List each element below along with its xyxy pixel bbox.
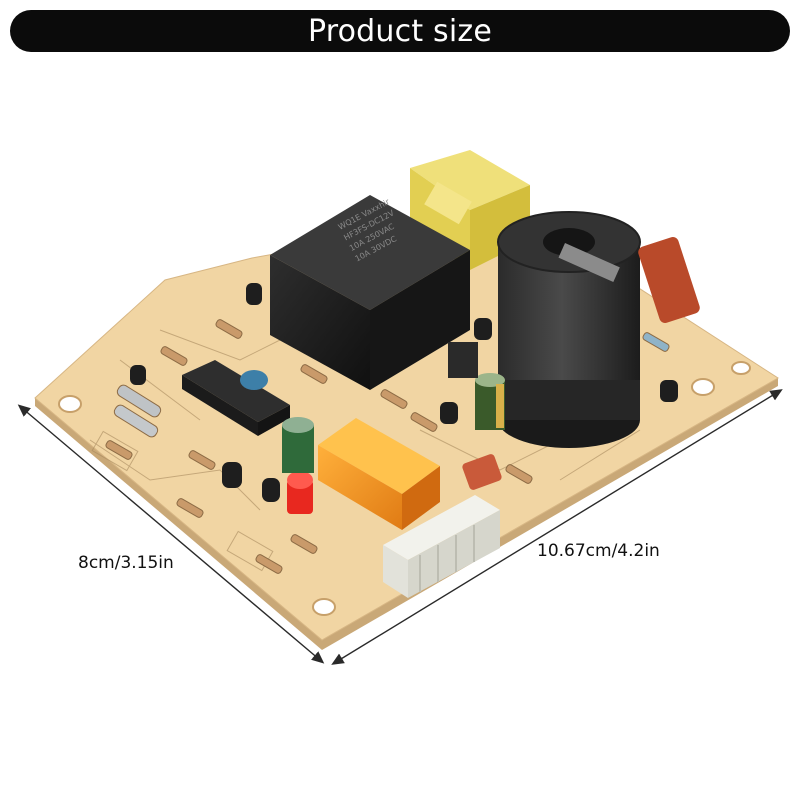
page-title: Product size	[307, 13, 492, 49]
electrolytic-capacitor	[475, 373, 505, 430]
title-banner: Product size	[10, 10, 790, 52]
resistors	[105, 319, 670, 574]
ic-chip	[182, 360, 290, 436]
white-connector	[383, 495, 500, 598]
mounting-hole	[691, 378, 715, 396]
electrolytic-capacitor	[282, 417, 314, 473]
red-led	[287, 471, 313, 514]
film-capacitor	[638, 237, 700, 323]
igniter-coil	[497, 211, 641, 448]
film-capacitor	[462, 454, 502, 490]
width-dimension-label: 8cm/3.15in	[78, 553, 174, 573]
black-relay: WQ1E Vaxxhir HF3FS-DC12V 10A 250VAC 10A …	[270, 195, 470, 390]
mounting-hole	[58, 395, 82, 413]
length-dimension-label: 10.67cm/4.2in	[537, 541, 660, 561]
mounting-hole	[312, 598, 336, 616]
ceramic-capacitor	[240, 370, 268, 390]
length-dimension-arrow	[331, 389, 783, 665]
orange-relay	[318, 418, 440, 530]
width-dimension-arrow	[17, 404, 325, 664]
mounting-hole	[731, 361, 751, 375]
transistors	[130, 283, 678, 502]
